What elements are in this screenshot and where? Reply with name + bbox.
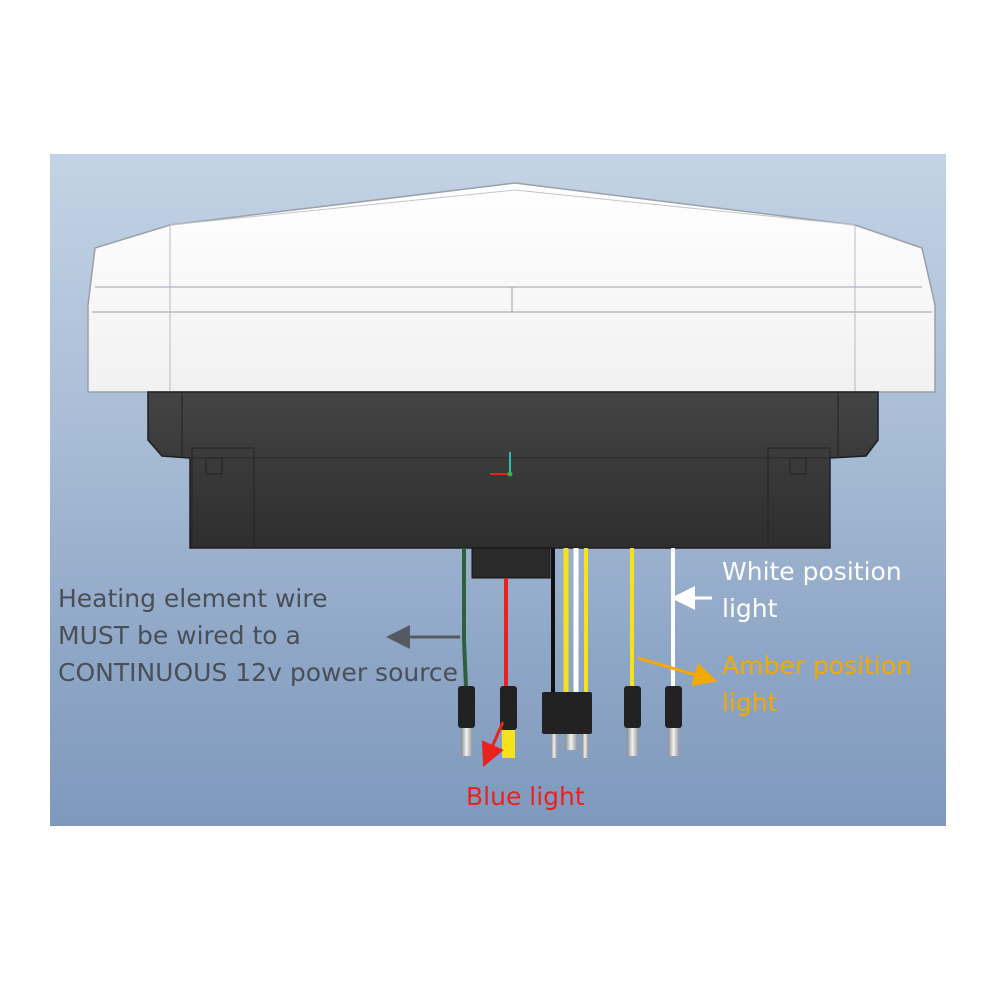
heating-label-line-3: CONTINUOUS 12v power source xyxy=(58,658,459,687)
white-label-line-1: White position xyxy=(722,557,902,586)
lamp-lens xyxy=(87,182,936,393)
heating-element-label: Heating element wire MUST be wired to a … xyxy=(58,580,458,691)
amber-label-line-1: Amber position xyxy=(722,651,912,680)
lamp-housing xyxy=(147,391,879,549)
wire-bundle xyxy=(462,548,675,695)
white-position-connector xyxy=(665,686,682,756)
blue-light-label: Blue light xyxy=(466,778,585,815)
blue-light-connector xyxy=(500,686,517,758)
heating-label-line-1: Heating element wire xyxy=(58,584,328,613)
heating-connector xyxy=(458,686,475,756)
blue-label-line-1: Blue light xyxy=(466,782,585,811)
amber-position-label: Amber position light xyxy=(722,647,912,721)
heating-wire xyxy=(462,548,468,689)
amber-position-connector xyxy=(624,686,641,756)
heating-label-line-2: MUST be wired to a xyxy=(58,621,301,650)
white-label-line-2: light xyxy=(722,594,778,623)
amber-label-line-2: light xyxy=(722,688,778,717)
amber-position-arrow xyxy=(637,656,718,687)
axis-indicator-icon xyxy=(490,452,513,477)
white-position-label: White position light xyxy=(722,553,902,627)
h4-plug xyxy=(542,692,592,758)
wire-grommet xyxy=(471,547,551,579)
blue-light-arrow xyxy=(481,721,505,767)
